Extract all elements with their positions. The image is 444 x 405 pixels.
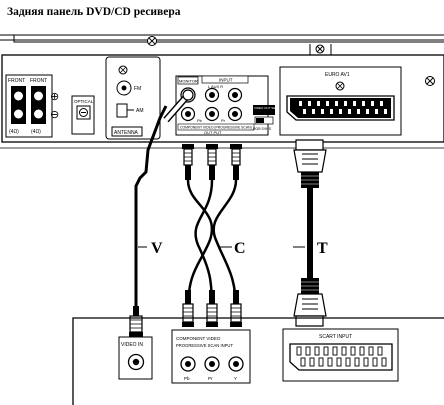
y-label: Y (234, 376, 237, 381)
rca-jack (204, 106, 220, 122)
scart-input-label: SCART INPUT (319, 334, 352, 340)
cables: V C T (129, 89, 328, 337)
speaker-front-label-2: FRONT (30, 78, 47, 84)
speaker-impedance-label: (4Ω) (31, 129, 41, 135)
am-label: AM (136, 108, 144, 114)
output-label: OUT PUT (204, 130, 222, 135)
component-plug (182, 290, 194, 327)
speaker-impedance-label: (4Ω) (9, 129, 19, 135)
av-output-block: MONITOR INPUT L AUX R Pb Pr COMPONENT VI… (175, 75, 288, 136)
screw-icon (309, 44, 332, 56)
rca-jack (180, 356, 196, 372)
plus-icon: ⊕ (50, 91, 59, 103)
video-in-label: VIDEO IN (121, 342, 143, 348)
video-out-selector-options: RGB SVHS (253, 127, 272, 131)
pb-label: Pb (197, 118, 203, 123)
component-plug (182, 144, 194, 180)
rca-jack (227, 106, 243, 122)
euro-av-scart: EURO AV1 (279, 66, 402, 136)
screw-icon (425, 76, 435, 86)
video-plug (163, 89, 194, 123)
video-out-selector-label: VIDEO OUT SELECTOR (254, 106, 288, 110)
rca-jack (180, 106, 196, 122)
scart-cable (293, 139, 327, 327)
rca-jack (204, 356, 220, 372)
component-in-label: COMPONENT VIDEO (176, 336, 221, 341)
pr-label: Pr (221, 118, 226, 123)
component-plug (230, 144, 242, 180)
input-lr-label: L AUX R (208, 84, 223, 89)
rca-jack (127, 353, 145, 371)
tv-video-in: VIDEO IN (118, 336, 153, 380)
tv-scart-input: SCART INPUT (282, 328, 399, 382)
antenna-label: ANTENNA (114, 130, 139, 136)
cable-t-label: T (317, 240, 328, 257)
component-plug (206, 290, 218, 327)
diagram-title: Задняя панель DVD/CD ресивера (7, 6, 181, 18)
antenna-block: FM AM ANTENNA (105, 56, 161, 140)
screw-icon (147, 36, 157, 46)
pb-label: Pb (184, 376, 190, 381)
video-plug (129, 306, 143, 337)
progressive-label: PROGRESSIVE SCAN INPUT (176, 343, 233, 348)
euro-av-label: EURO AV1 (325, 72, 350, 78)
fm-label: FM (134, 86, 141, 92)
optical-input: OPTICAL (71, 95, 95, 135)
input-label: INPUT (219, 78, 233, 83)
speaker-terminals: FRONT FRONT (4Ω) (4Ω) ⊕ ⊖ (5, 74, 59, 138)
rca-jack (204, 87, 220, 103)
cable-v-label: V (151, 240, 163, 257)
tv-component-in: COMPONENT VIDEO PROGRESSIVE SCAN INPUT P… (171, 329, 251, 384)
cable-c-label: C (234, 240, 246, 257)
receiver-back-panel: FRONT FRONT (4Ω) (4Ω) ⊕ ⊖ OPTICAL (0, 34, 444, 149)
speaker-front-label: FRONT (8, 78, 25, 84)
component-plug (206, 144, 218, 180)
component-plug (230, 290, 242, 327)
minus-icon: ⊖ (50, 109, 59, 121)
tv-back-panel: VIDEO IN COMPONENT VIDEO PROGRESSIVE SCA… (72, 317, 444, 405)
component-video-label: COMPONENT VIDEO (PROGRESSIVE SCAN) (180, 126, 252, 130)
rca-jack (228, 356, 244, 372)
rca-jack (227, 87, 243, 103)
pr-label: Pr (208, 376, 213, 381)
optical-label: OPTICAL (74, 99, 94, 104)
monitor-label: MONITOR (179, 79, 198, 84)
